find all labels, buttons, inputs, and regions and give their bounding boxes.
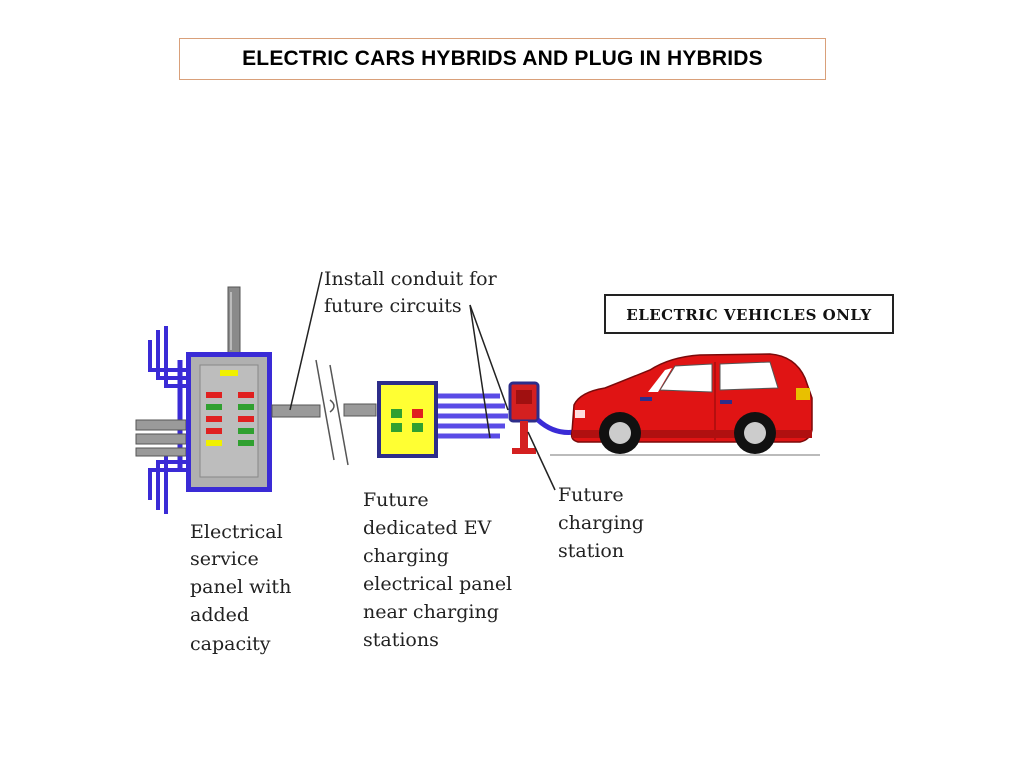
station-label-line-2: charging [558, 512, 644, 534]
service-panel-label: Electrical service panel with added capa… [190, 521, 291, 655]
page-title: ELECTRIC CARS HYBRIDS AND PLUG IN HYBRID… [242, 47, 763, 70]
circuit-label-pointer-a [469, 304, 491, 439]
service-panel-icon [186, 352, 272, 492]
title-box: ELECTRIC CARS HYBRIDS AND PLUG IN HYBRID… [179, 38, 826, 80]
service-panel-label-line-2: service [190, 548, 259, 570]
ev-panel-label-line-6: stations [363, 629, 439, 651]
service-panel-label-line-4: added [190, 604, 249, 626]
ev-panel-label: Future dedicated EV charging electrical … [363, 489, 512, 651]
panel-top-conduit [227, 286, 241, 354]
future-circuit-conduits [438, 393, 508, 439]
station-label-line-1: Future [558, 484, 624, 506]
ev-panel-icon [377, 381, 438, 458]
service-panel-label-line-5: capacity [190, 633, 271, 655]
ev-only-sign-text: ELECTRIC VEHICLES ONLY [626, 306, 871, 324]
panel-left-gray-conduits [135, 419, 187, 457]
service-panel-label-line-1: Electrical [190, 521, 283, 543]
electric-car-icon [570, 353, 813, 454]
charging-station-icon [508, 381, 611, 454]
conduit-label-pointer [289, 271, 323, 411]
station-label-pointer [527, 431, 556, 491]
station-label: Future charging station [558, 484, 644, 562]
ev-panel-label-line-2: dedicated EV [363, 517, 492, 539]
service-panel-label-line-3: panel with [190, 576, 291, 598]
ev-panel-label-line-5: near charging [363, 601, 499, 623]
conduit-label: Install conduit for future circuits [324, 268, 498, 317]
ev-panel-label-line-3: charging [363, 545, 449, 567]
ev-only-sign: ELECTRIC VEHICLES ONLY [604, 294, 894, 334]
conduit-to-ev-panel [271, 359, 377, 466]
conduit-label-line-1: Install conduit for [324, 268, 498, 290]
circuit-label-pointer-b [469, 304, 509, 411]
conduit-label-line-2: future circuits [324, 295, 462, 317]
ev-panel-label-line-4: electrical panel [363, 573, 512, 595]
ev-panel-label-line-1: Future [363, 489, 429, 511]
station-label-line-3: station [558, 540, 624, 562]
